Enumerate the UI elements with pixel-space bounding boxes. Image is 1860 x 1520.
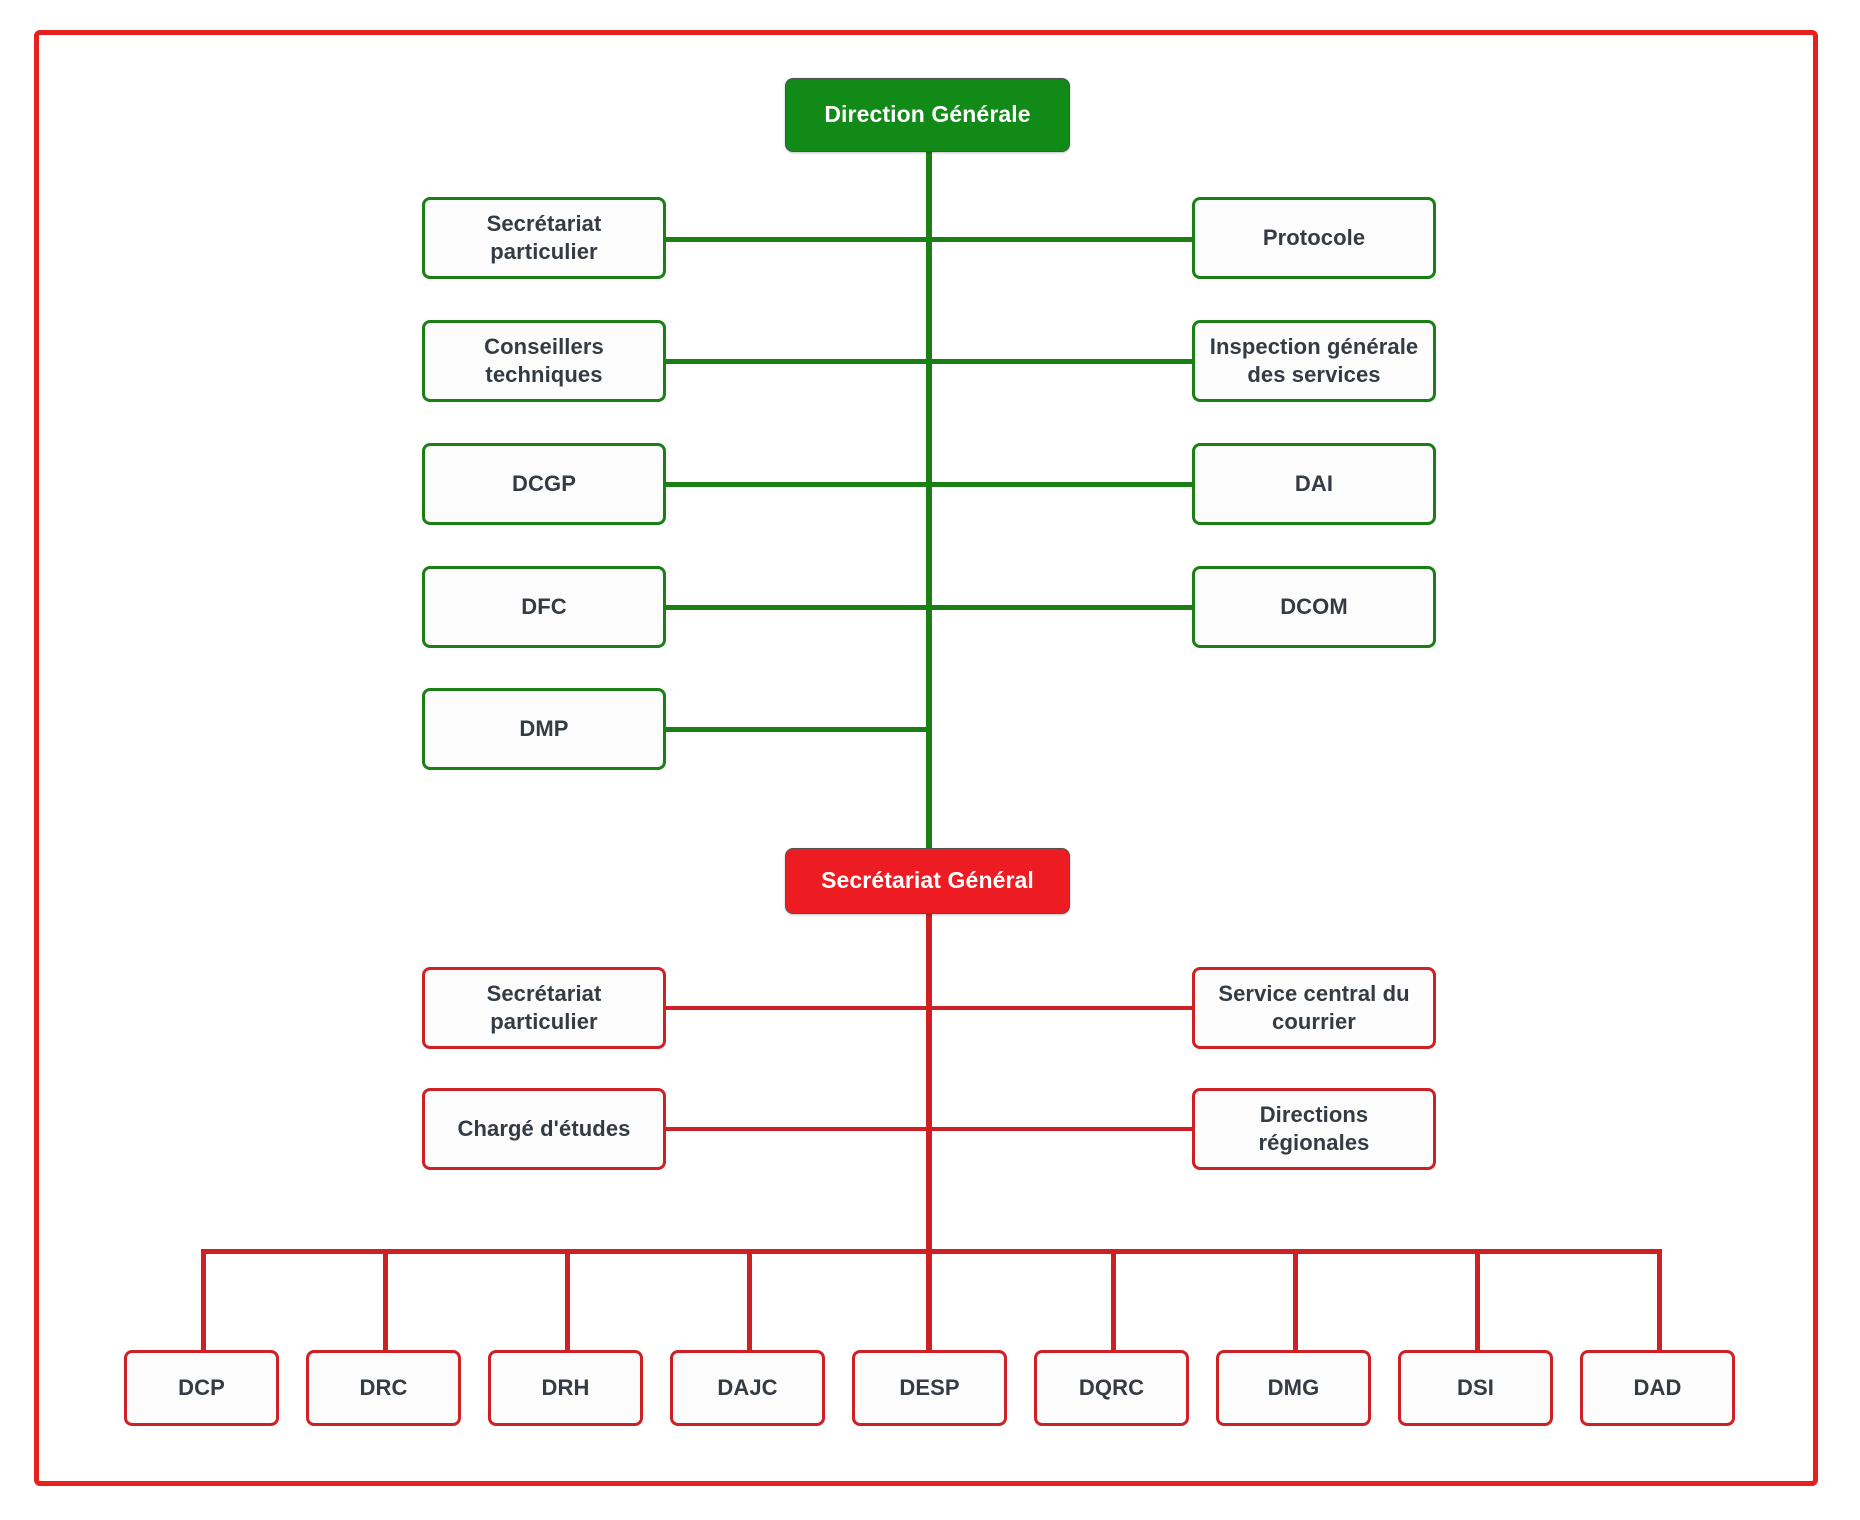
node-dept-dqrc[interactable]: DQRC [1034,1350,1189,1426]
node-label: DSI [1457,1374,1494,1400]
node-secretariat-general[interactable]: Secrétariat Général [785,848,1070,914]
node-dept-drc[interactable]: DRC [306,1350,461,1426]
green-spine [926,130,932,850]
node-label: DCP [178,1374,225,1400]
department-bus-bar [201,1249,1657,1254]
node-label: DFC [521,593,567,619]
node-direction-generale[interactable]: Direction Générale [785,78,1070,152]
department-drop-2 [383,1249,388,1350]
department-drop-8 [1475,1249,1480,1350]
node-label: DAI [1294,470,1334,496]
node-label: DCOM [1280,593,1348,619]
node-dg-dcgp[interactable]: DCGP [422,443,666,525]
node-label: Chargé d'études [457,1115,631,1141]
node-label: Service central du courrier [1218,980,1410,1034]
node-dept-dajc[interactable]: DAJC [670,1350,825,1426]
node-label: DCGP [512,470,576,496]
node-dept-dsi[interactable]: DSI [1398,1350,1553,1426]
red-connector-row-1 [666,1006,1196,1010]
department-drop-3 [565,1249,570,1350]
node-label: Inspection générale des services [1209,333,1419,387]
node-label: DAJC [717,1374,778,1400]
green-connector-row-1 [666,237,1196,242]
node-dept-dad[interactable]: DAD [1580,1350,1735,1426]
node-dept-dmg[interactable]: DMG [1216,1350,1371,1426]
green-connector-row-4 [666,605,1196,610]
node-label: Direction Générale [824,101,1031,128]
node-dg-protocole[interactable]: Protocole [1192,197,1436,279]
node-dg-conseillers-techniques[interactable]: Conseillers techniques [422,320,666,402]
green-connector-row-2 [666,359,1196,364]
node-label: Secrétariat particulier [486,980,602,1034]
node-sg-charge-etudes[interactable]: Chargé d'études [422,1088,666,1170]
node-label: Secrétariat particulier [486,210,602,264]
department-drop-4 [747,1249,752,1350]
node-dept-drh[interactable]: DRH [488,1350,643,1426]
outer-border-frame [34,30,1818,1486]
red-connector-row-2 [666,1127,1196,1131]
node-sg-service-central-courrier[interactable]: Service central du courrier [1192,967,1436,1049]
node-label: Secrétariat Général [821,867,1034,894]
node-sg-secretariat-particulier[interactable]: Secrétariat particulier [422,967,666,1049]
department-drop-1 [201,1249,206,1350]
node-label: Conseillers techniques [484,333,604,387]
node-label: DMP [519,715,569,741]
node-dg-dmp[interactable]: DMP [422,688,666,770]
node-label: DRH [541,1374,590,1400]
node-dg-inspection-generale[interactable]: Inspection générale des services [1192,320,1436,402]
green-connector-row-5 [666,727,930,732]
node-sg-directions-regionales[interactable]: Directions régionales [1192,1088,1436,1170]
node-dg-dai[interactable]: DAI [1192,443,1436,525]
node-dg-dcom[interactable]: DCOM [1192,566,1436,648]
node-label: DRC [359,1374,408,1400]
node-dg-secretariat-particulier[interactable]: Secrétariat particulier [422,197,666,279]
node-label: DMG [1267,1374,1320,1400]
node-dg-dfc[interactable]: DFC [422,566,666,648]
department-drop-7 [1293,1249,1298,1350]
node-dept-desp[interactable]: DESP [852,1350,1007,1426]
node-dept-dcp[interactable]: DCP [124,1350,279,1426]
department-drop-9 [1657,1249,1662,1350]
department-drop-6 [1111,1249,1116,1350]
green-connector-row-3 [666,482,1196,487]
node-label: Protocole [1262,224,1366,250]
node-label: DESP [899,1374,960,1400]
node-label: DAD [1633,1374,1682,1400]
node-label: DQRC [1078,1374,1145,1400]
node-label: Directions régionales [1258,1101,1370,1155]
